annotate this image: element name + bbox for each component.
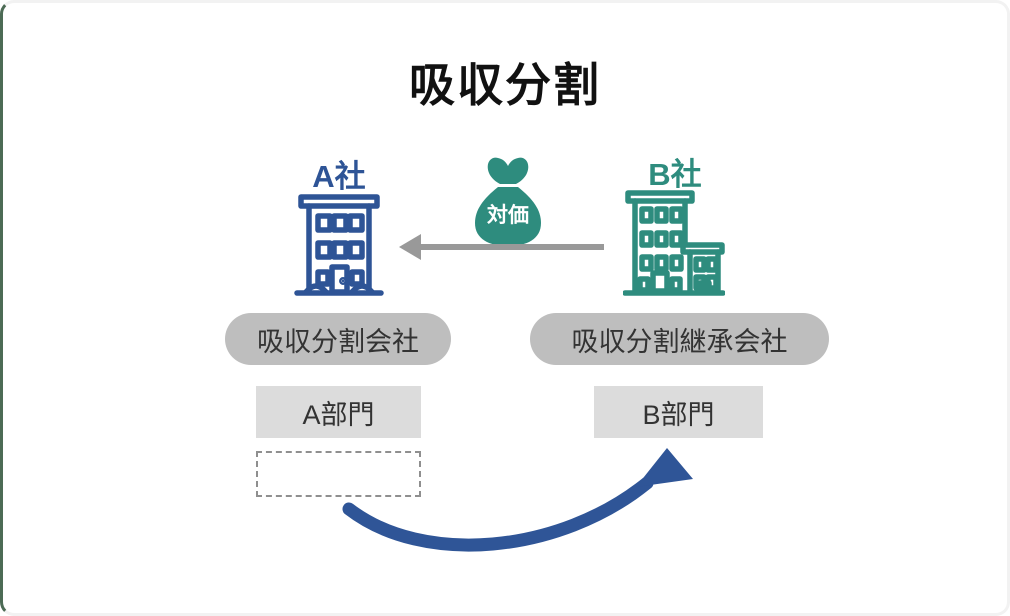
- company-a-role-pill: 吸収分割会社: [225, 313, 451, 365]
- building-icon-company-a: [294, 194, 384, 296]
- division-a-box: A部門: [256, 386, 421, 438]
- division-b-box: B部門: [594, 386, 763, 438]
- company-b-role-pill: 吸収分割継承会社: [530, 313, 829, 365]
- company-b-name: B社: [648, 157, 702, 192]
- company-a-name: A社: [312, 159, 366, 194]
- page-title: 吸収分割: [409, 59, 601, 111]
- consideration-label: 対価: [487, 204, 529, 227]
- money-bag-icon: [475, 157, 541, 246]
- empty-division-slot: [256, 451, 421, 497]
- building-icon-company-b: [623, 190, 725, 296]
